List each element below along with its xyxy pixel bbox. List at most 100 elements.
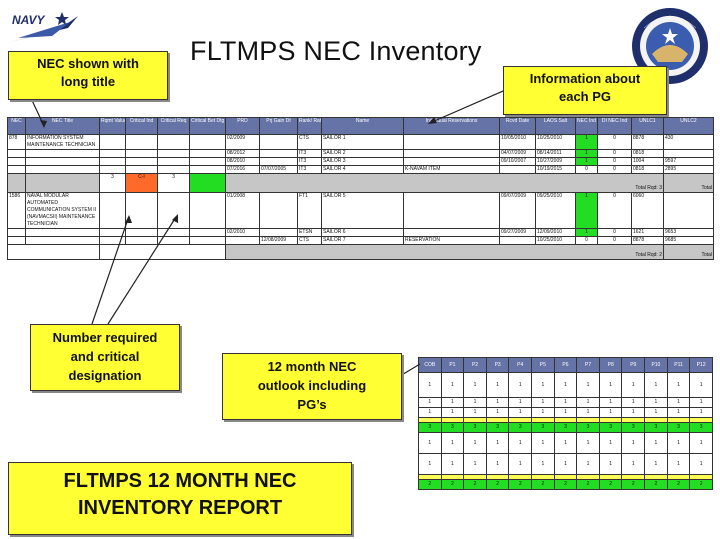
inventory-cell [125,165,158,174]
outlook-cell: 1 [463,453,487,475]
inventory-cell: 1 [575,157,598,166]
outlook-cell: 1 [689,372,713,398]
inventory-cell: 0 [597,228,632,237]
outlook-cell: 1 [553,453,578,475]
inventory-cell: 10/19/2015 [535,165,576,174]
inventory-cell: 0 [575,165,598,174]
inventory-cell: 09/10/2007 [499,157,536,166]
outlook-col-header: P12 [689,357,713,373]
inventory-cell [157,149,190,158]
logo-text: NAVY [12,13,45,27]
outlook-cell: 1 [418,453,442,475]
col-header: Name [321,117,404,135]
inventory-cell: 09/25/2010 [535,192,576,229]
inventory-cell [99,134,126,150]
outlook-cell: 1 [463,397,487,408]
inventory-cell [99,157,126,166]
inventory-cell: 07/07/2005 [259,165,298,174]
outlook-cell: 1 [418,397,442,408]
outlook-cell: 1 [531,432,555,454]
callout-pg-info: Information about each PG [503,66,667,115]
inventory-cell [259,192,298,229]
inventory-cell: 430 [663,134,714,150]
outlook-cell: 3 [666,422,691,433]
outlook-cell: 1 [531,372,555,398]
outlook-cell: 2 [689,479,713,490]
inventory-cell: ETSN [297,228,322,237]
outlook-col-header: P8 [598,357,623,373]
outlook-cell: 1 [553,407,578,418]
total-label: Total [663,173,714,193]
nec-block-2-total: Total Rqd: 2 Total [7,244,714,260]
inventory-cell [25,157,100,166]
outlook-col-header: P2 [463,357,487,373]
col-header: DI NEC Ind [597,117,632,135]
outlook-cell: 1 [598,453,623,475]
outlook-cell: 1 [508,372,533,398]
col-header: Critical Ind [125,117,158,135]
inventory-cell [403,192,500,229]
inventory-cell: 8878 [631,236,664,245]
inventory-cell: SAILOR 7 [321,236,404,245]
inventory-cell: 0818 [631,165,664,174]
outlook-col-header: COB [418,357,442,373]
outlook-cell: 1 [440,432,465,454]
inventory-cell [189,134,226,150]
outlook-cell: 3 [576,422,600,433]
outlook-cell: 1 [598,432,623,454]
col-header: Critical Bet Dtg [189,117,226,135]
outlook-cell: 1 [666,453,691,475]
outlook-cell: 3 [598,422,623,433]
outlook-cell: 1 [644,372,668,398]
inventory-cell: NAVAL MODULAR AUTOMATED COMMUNICATION SY… [25,192,100,229]
col-header: Rank/ Rate [297,117,322,135]
outlook-cell: 1 [553,372,578,398]
outlook-cell: 3 [689,422,713,433]
inventory-cell [7,236,26,245]
outlook-cell: 2 [598,479,623,490]
navy-seal [630,6,710,86]
inventory-cell [25,165,100,174]
col-header: NEC Title [25,117,100,135]
inventory-cell: 10/25/2010 [535,134,576,150]
outlook-cell: 1 [463,432,487,454]
outlook-cell: 3 [440,422,465,433]
outlook-cell: 1 [644,432,668,454]
col-header: Rcvd Date [499,117,536,135]
outlook-cell: 1 [508,397,533,408]
inventory-cell: 1586 [7,192,26,229]
inventory-cell: 0 [597,134,632,150]
outlook-cell: 3 [621,422,646,433]
outlook-cell: 1 [621,453,646,475]
inventory-cell: IT3 [297,149,322,158]
inventory-cell: 0 [597,236,632,245]
inventory-cell [189,228,226,237]
inventory-cell [189,192,226,229]
inventory-cell: 9597 [663,157,714,166]
total-row: Total Rqd: 2 Total [7,244,714,260]
inventory-cell: 0 [575,236,598,245]
outlook-cell: 2 [553,479,578,490]
outlook-cell: 1 [418,407,442,418]
inventory-cell [25,228,100,237]
outlook-cell: 1 [621,407,646,418]
outlook-cell: 1 [418,432,442,454]
inventory-cell: 0818 [631,149,664,158]
inventory-cell: 878 [7,134,26,150]
critical-indicator: C-I [125,173,158,193]
outlook-cell: 1 [485,397,510,408]
inventory-cell: 10/05/2010 [499,134,536,150]
col-header: NEC [7,117,26,135]
callout-outlook: 12 month NEC outlook including PG’s [222,353,402,420]
outlook-cell: 1 [440,453,465,475]
inventory-cell: SAILOR 6 [321,228,404,237]
inventory-cell [25,149,100,158]
inventory-cell: 12/09/2010 [535,228,576,237]
outlook-col-header: P3 [485,357,510,373]
